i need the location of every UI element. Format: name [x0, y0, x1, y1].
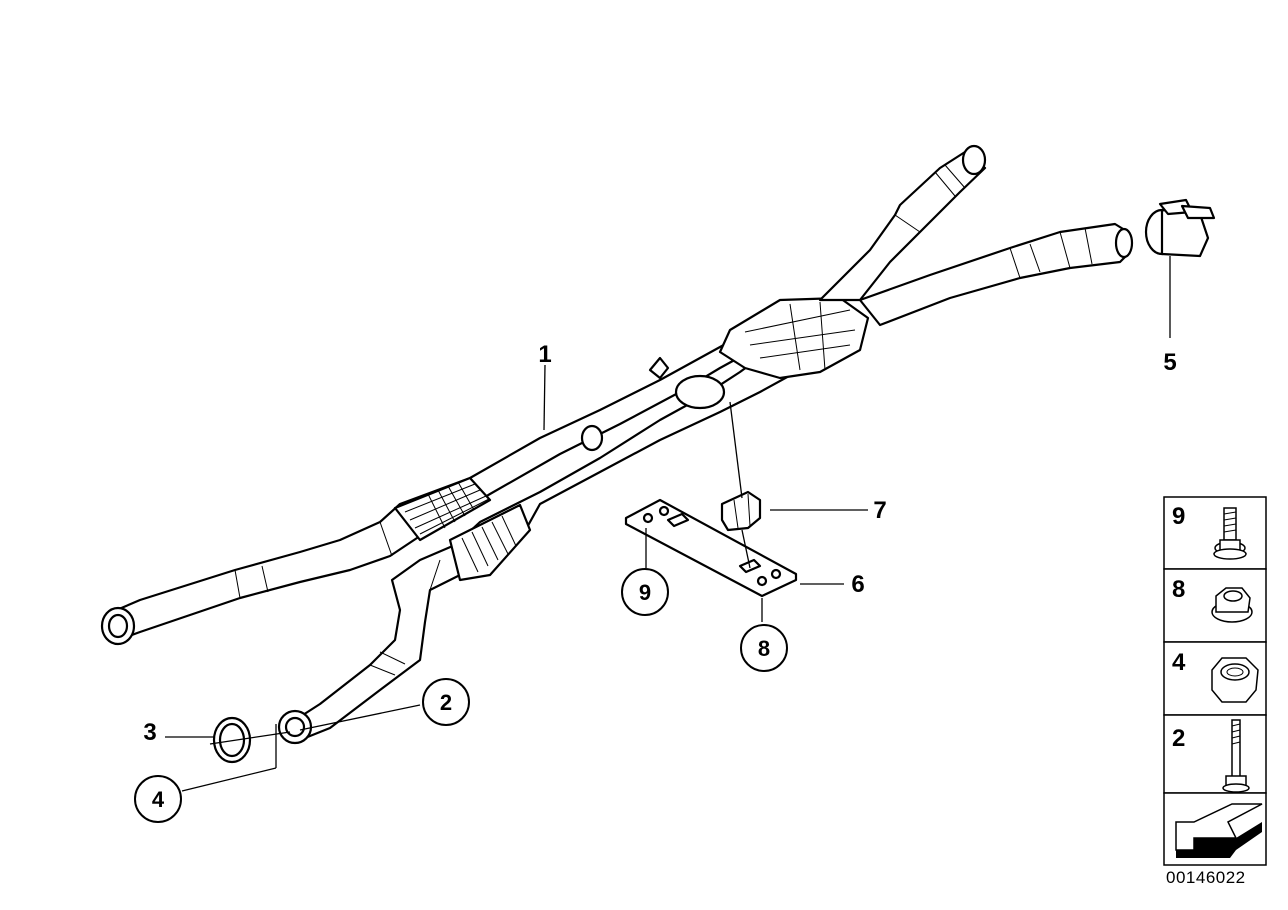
- callout-7: 7: [873, 497, 886, 524]
- document-number: 00146022: [1166, 868, 1246, 887]
- svg-text:9: 9: [639, 580, 651, 605]
- legend-item-2: 2: [1172, 719, 1250, 793]
- legend-item-4: 4: [1172, 649, 1259, 703]
- svg-text:4: 4: [152, 787, 165, 812]
- long-bolt-icon: [1222, 719, 1250, 793]
- callout-3: 3: [143, 719, 156, 746]
- svg-text:2: 2: [1172, 725, 1185, 752]
- exhaust-clamp[interactable]: [1144, 198, 1216, 258]
- svg-text:4: 4: [1172, 649, 1186, 676]
- callout-1: 1: [538, 341, 551, 368]
- leader-lines: [165, 256, 1171, 792]
- legend-item-8: 8: [1172, 576, 1253, 623]
- circled-callout-4: 4: [134, 775, 182, 823]
- circled-callout-8: 8: [740, 624, 788, 672]
- callout-5: 5: [1163, 349, 1176, 376]
- hex-nut-icon: [1211, 657, 1259, 703]
- rubber-mount[interactable]: [720, 490, 762, 532]
- fastener-legend: 9 8 4 2: [1163, 496, 1267, 866]
- legend-item-9: 9: [1172, 503, 1247, 560]
- mounting-plate[interactable]: [624, 498, 798, 598]
- circled-callout-2: 2: [422, 678, 470, 726]
- svg-text:8: 8: [758, 636, 770, 661]
- flange-bolt-icon: [1213, 507, 1247, 560]
- exhaust-pipe-assembly[interactable]: [100, 144, 1134, 745]
- flange-nut-icon: [1211, 587, 1253, 623]
- direction-arrow-icon: [1175, 803, 1263, 858]
- svg-text:9: 9: [1172, 503, 1185, 530]
- svg-text:2: 2: [440, 690, 452, 715]
- circled-callout-9: 9: [621, 568, 669, 616]
- callout-6: 6: [851, 571, 864, 598]
- svg-text:8: 8: [1172, 576, 1185, 603]
- gasket-ring[interactable]: [212, 716, 252, 764]
